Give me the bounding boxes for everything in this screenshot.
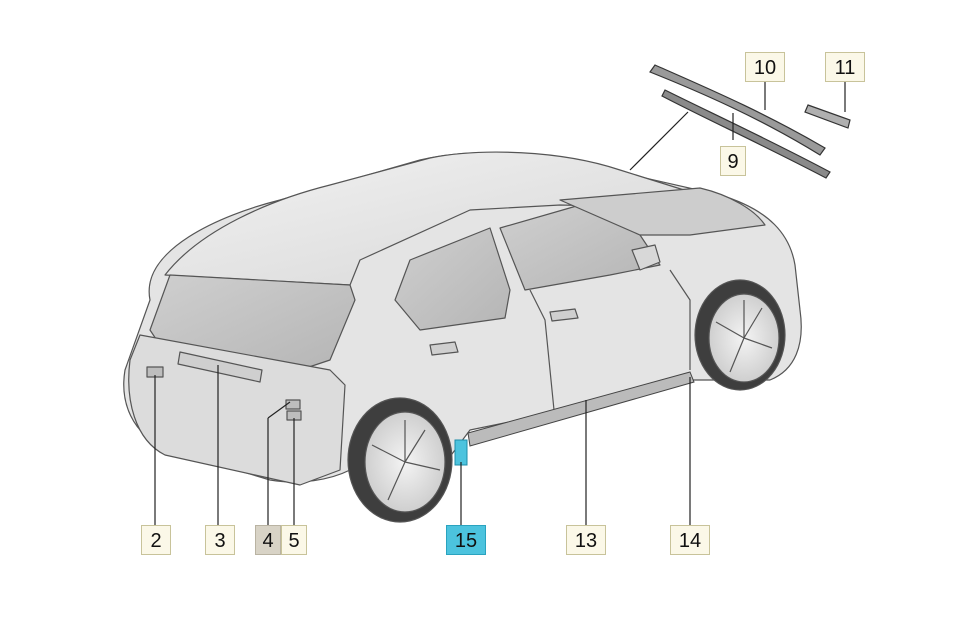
- callout-5[interactable]: 5: [281, 525, 307, 555]
- car-body: [123, 151, 802, 486]
- callout-14[interactable]: 14: [670, 525, 710, 555]
- roof-rails: [649, 64, 851, 179]
- callout-11[interactable]: 11: [825, 52, 865, 82]
- callout-3[interactable]: 3: [205, 525, 235, 555]
- callout-2[interactable]: 2: [141, 525, 171, 555]
- sill-trim: [467, 371, 695, 447]
- callout-4[interactable]: 4: [255, 525, 281, 555]
- front-wheel: [694, 279, 786, 391]
- highlighted-part-15: [454, 439, 468, 466]
- leader-lines: [154, 82, 846, 527]
- callout-9[interactable]: 9: [720, 146, 746, 176]
- rear-wheel: [347, 397, 453, 523]
- callout-13[interactable]: 13: [566, 525, 606, 555]
- callout-10[interactable]: 10: [745, 52, 785, 82]
- callout-15[interactable]: 15: [446, 525, 486, 555]
